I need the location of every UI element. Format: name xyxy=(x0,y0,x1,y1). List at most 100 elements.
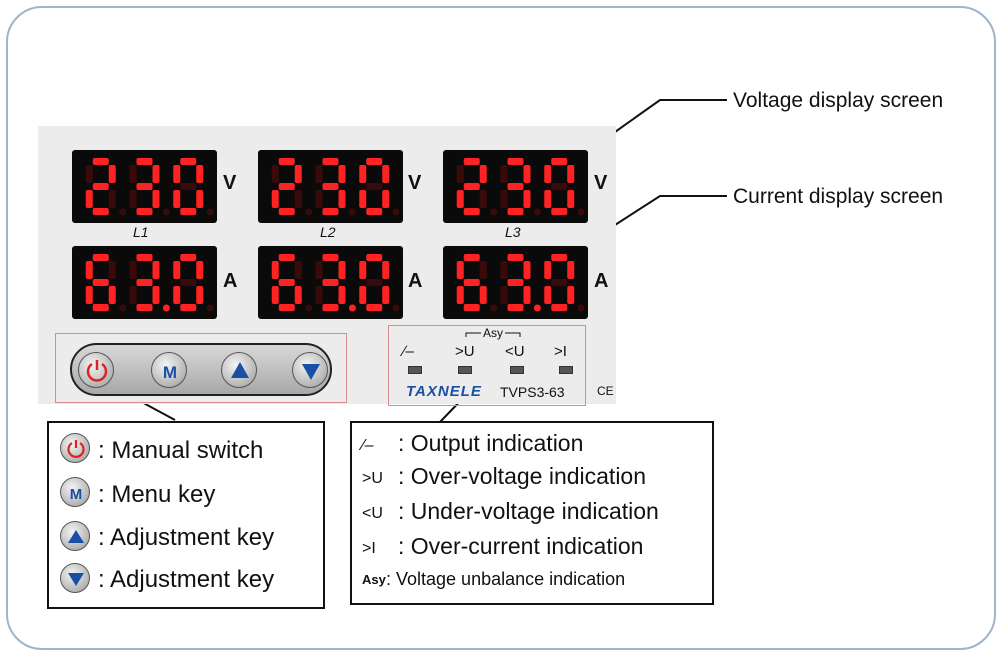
legend-overcurrent-symbol: >I xyxy=(362,540,376,557)
legend-menu-icon: M xyxy=(60,477,90,507)
display-segment xyxy=(322,183,339,190)
phase-label-l2: L2 xyxy=(320,224,336,240)
legend-output-indication: : Output indication xyxy=(398,430,584,456)
key-legend xyxy=(47,421,325,609)
model-number: TVPS3-63 xyxy=(500,384,565,400)
display-segment xyxy=(278,183,295,190)
menu-key[interactable]: M xyxy=(151,352,187,388)
display-segment xyxy=(271,190,279,208)
display-segment xyxy=(382,165,390,183)
decimal-point xyxy=(162,208,170,216)
display-segment xyxy=(322,208,339,215)
display-segment xyxy=(523,165,531,183)
voltage-unit-l2: V xyxy=(408,172,422,194)
display-segment xyxy=(551,304,568,311)
overcurrent-symbol: >I xyxy=(554,343,567,360)
display-segment xyxy=(359,165,367,183)
display-segment xyxy=(322,304,339,311)
display-segment xyxy=(523,286,531,304)
display-segment xyxy=(382,261,390,279)
legend-down-triangle-icon xyxy=(60,563,90,593)
display-segment xyxy=(382,286,390,304)
down-key[interactable] xyxy=(292,352,328,388)
display-segment xyxy=(92,304,109,311)
display-segment xyxy=(152,286,160,304)
display-segment xyxy=(278,158,295,165)
current-digits-l1 xyxy=(85,254,214,312)
display-segment xyxy=(278,254,295,261)
display-segment xyxy=(551,158,568,165)
display-segment xyxy=(463,158,480,165)
display-segment xyxy=(152,261,160,279)
display-segment xyxy=(315,165,323,183)
display-segment xyxy=(523,190,531,208)
display-segment xyxy=(463,304,480,311)
current-screen-l3 xyxy=(443,246,588,319)
voltage-digits-l1 xyxy=(85,158,214,216)
display-segment xyxy=(294,190,302,208)
indicator-highlight-box xyxy=(388,325,586,406)
decimal-point xyxy=(533,208,541,216)
legend-output-symbol: ∕– xyxy=(362,437,374,454)
up-key[interactable] xyxy=(221,352,257,388)
display-segment xyxy=(278,208,295,215)
decimal-point xyxy=(119,304,127,312)
voltage-screen-l2 xyxy=(258,150,403,223)
decimal-point xyxy=(392,304,400,312)
display-segment xyxy=(567,190,575,208)
display-segment xyxy=(507,279,524,286)
display-segment xyxy=(278,304,295,311)
display-segment xyxy=(294,286,302,304)
decimal-point xyxy=(305,304,313,312)
display-segment xyxy=(456,286,464,304)
power-key[interactable] xyxy=(78,352,114,388)
display-segment xyxy=(507,158,524,165)
legend-menu-key: : Menu key xyxy=(98,481,216,508)
display-segment xyxy=(500,286,508,304)
display-segment xyxy=(338,261,346,279)
up-triangle-icon xyxy=(231,362,249,378)
display-segment xyxy=(544,190,552,208)
display-segment xyxy=(322,158,339,165)
display-segment xyxy=(463,254,480,261)
display-segment xyxy=(271,165,279,183)
display-segment xyxy=(180,158,197,165)
display-segment xyxy=(507,208,524,215)
undervoltage-symbol: <U xyxy=(505,343,525,360)
legend-overcurrent-indication: : Over-current indication xyxy=(398,533,644,559)
current-screen-l1 xyxy=(72,246,217,319)
decimal-point xyxy=(577,208,585,216)
ce-mark: CE xyxy=(597,384,614,398)
current-unit-l1: A xyxy=(223,270,238,292)
display-segment xyxy=(366,208,383,215)
legend-up-triangle-icon xyxy=(60,521,90,551)
display-segment xyxy=(173,165,181,183)
decimal-point xyxy=(162,304,170,312)
display-segment xyxy=(108,286,116,304)
svg-text:M: M xyxy=(163,363,177,382)
display-segment xyxy=(366,279,383,286)
current-digits-l3 xyxy=(456,254,585,312)
display-segment xyxy=(479,286,487,304)
display-segment xyxy=(551,208,568,215)
display-segment xyxy=(544,286,552,304)
current-digits-l2 xyxy=(271,254,400,312)
keypad-highlight-box xyxy=(55,333,347,403)
display-segment xyxy=(359,261,367,279)
display-segment xyxy=(173,261,181,279)
legend-adjust-down: : Adjustment key xyxy=(98,566,275,593)
display-segment xyxy=(359,286,367,304)
display-segment xyxy=(196,190,204,208)
voltage-unit-l3: V xyxy=(594,172,608,194)
display-segment xyxy=(507,304,524,311)
display-segment xyxy=(500,261,508,279)
display-segment xyxy=(196,286,204,304)
voltage-callout: Voltage display screen xyxy=(733,89,944,112)
legend-unbalance-indication: : Voltage unbalance indication xyxy=(386,569,626,589)
display-segment xyxy=(366,254,383,261)
display-segment xyxy=(136,208,153,215)
display-segment xyxy=(129,286,137,304)
display-segment xyxy=(338,190,346,208)
display-segment xyxy=(108,190,116,208)
decimal-point xyxy=(119,208,127,216)
